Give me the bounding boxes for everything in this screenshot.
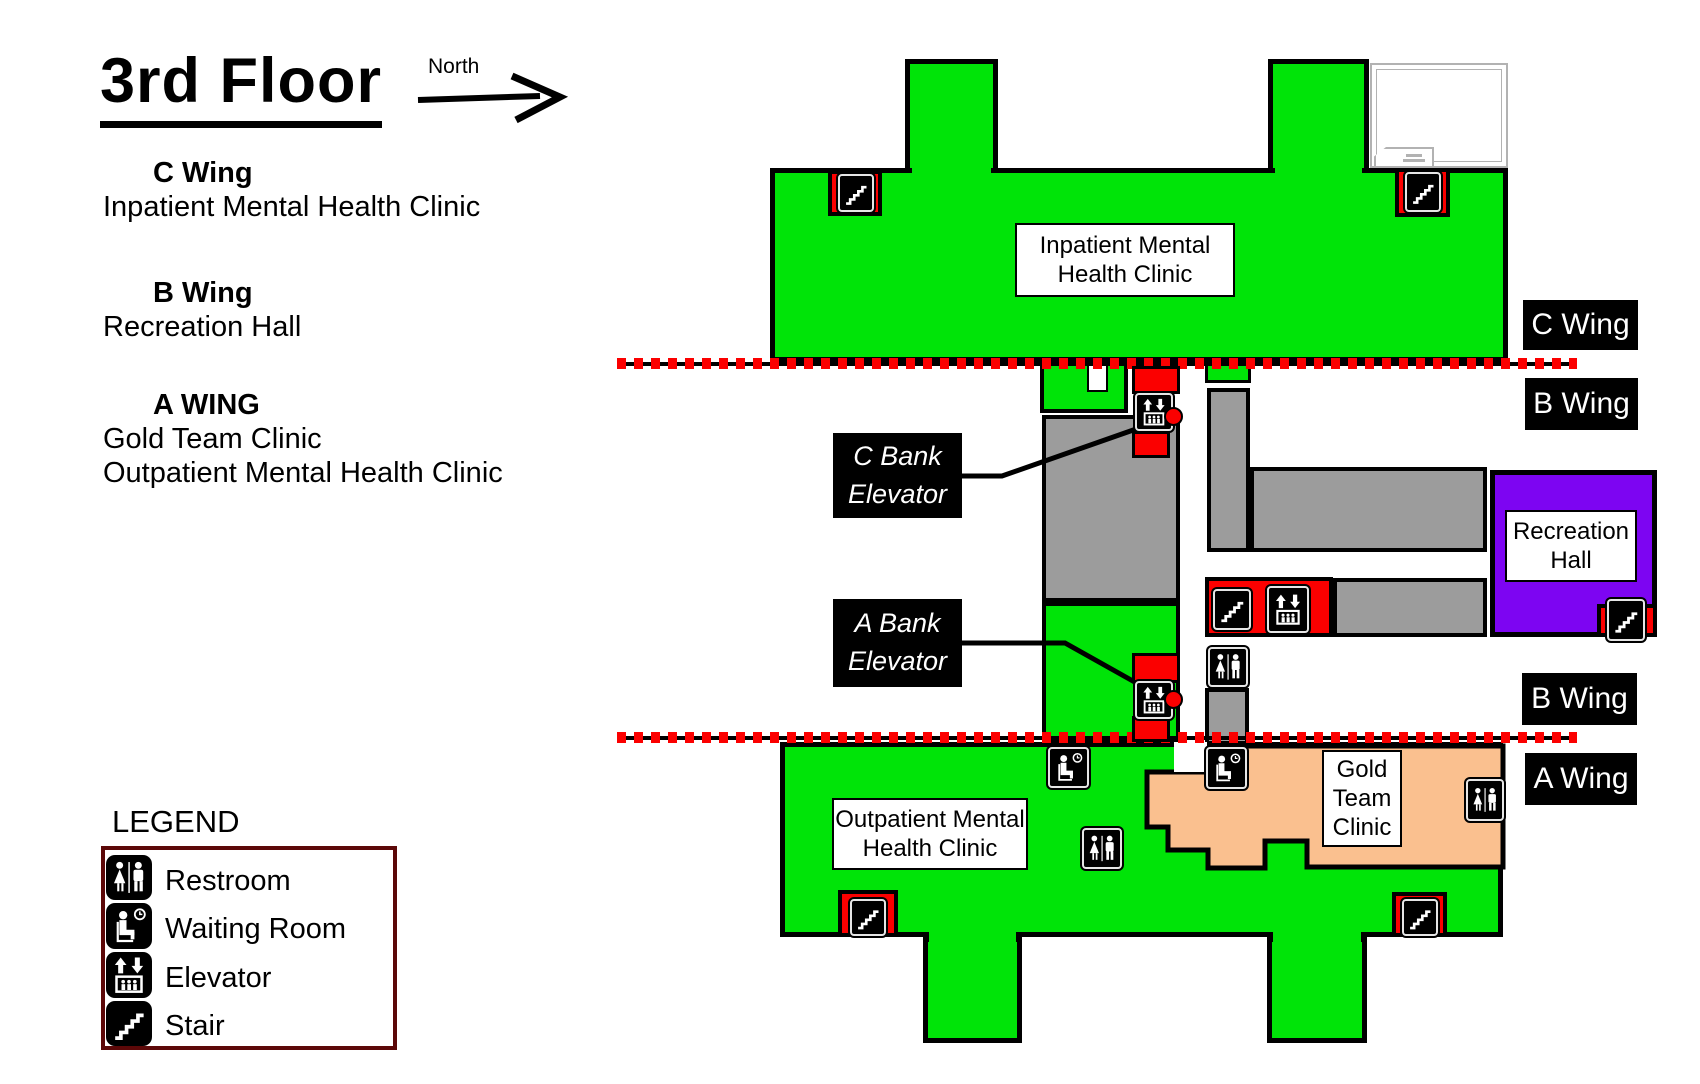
stair-icon	[850, 899, 886, 936]
a-bank-elevator-callout: A Bank Elevator	[833, 599, 962, 687]
seam	[1275, 163, 1362, 177]
stair-icon	[106, 1001, 152, 1046]
page-title: 3rd Floor	[100, 45, 383, 128]
wing-description-c: C Wing Inpatient Mental Health Clinic	[103, 156, 480, 224]
seam	[1273, 930, 1361, 944]
b-wing-gray-bar-upper	[1250, 467, 1487, 552]
legend-item-elevator: Elevator	[165, 962, 272, 994]
stair-icon	[1607, 599, 1645, 641]
elevator-icon	[106, 952, 152, 998]
c-bank-elevator-callout: C Bank Elevator	[833, 433, 962, 518]
a-bank-core-upper	[1132, 653, 1180, 683]
restroom-icon	[1466, 779, 1504, 821]
wing-a-name: A WING	[153, 389, 260, 421]
a-bank-leader-line	[962, 640, 1142, 688]
legend-item-restroom: Restroom	[165, 865, 291, 897]
wing-divider-north	[617, 358, 1577, 369]
waiting-room-icon	[1048, 747, 1089, 788]
elevator-marker-dot	[1164, 407, 1183, 426]
wing-tag-a: A Wing	[1525, 753, 1637, 805]
stair-icon	[838, 174, 874, 212]
wing-tag-b-north: B Wing	[1525, 378, 1638, 430]
north-label: North	[428, 55, 480, 78]
roof-room-mark	[1403, 159, 1425, 162]
seam	[929, 930, 1016, 944]
wing-c-name: C Wing	[153, 157, 253, 189]
roof-access-room	[1374, 147, 1434, 168]
stair-icon	[1405, 172, 1441, 212]
wing-a-line2: Outpatient Mental Health Clinic	[103, 457, 503, 489]
corridor-gap	[1174, 742, 1207, 772]
page-title-wrap: 3rd Floor	[100, 45, 383, 128]
waiting-room-icon	[1206, 747, 1247, 789]
seam	[912, 163, 991, 177]
recreation-hall-label: Recreation Hall	[1505, 510, 1637, 582]
b-wing-gray-bar-lower	[1333, 578, 1487, 637]
stair-icon	[1213, 589, 1251, 630]
waiting-room-icon	[106, 903, 152, 949]
legend-box: Restroom Waiting Room Elevator Stair	[101, 846, 397, 1050]
legend-item-waiting-room: Waiting Room	[165, 913, 347, 945]
legend-item-stair: Stair	[165, 1010, 225, 1042]
restroom-icon	[1082, 828, 1122, 869]
a-bank-elevator-icon	[1135, 681, 1173, 719]
elevator-marker-dot	[1164, 690, 1183, 709]
north-arrow-icon	[417, 72, 569, 124]
wing-description-b: B Wing Recreation Hall	[103, 276, 301, 344]
c-bank-core-upper	[1132, 366, 1180, 394]
b-wing-gray-strip	[1207, 388, 1250, 552]
wing-b-line: Recreation Hall	[103, 311, 302, 343]
stair-icon	[1402, 899, 1438, 936]
roof-outline-inner	[1376, 69, 1502, 162]
wing-c-line: Inpatient Mental Health Clinic	[103, 191, 481, 223]
c-bank-leader-line	[962, 425, 1140, 479]
legend-title: LEGEND	[112, 804, 240, 839]
restroom-icon	[106, 855, 152, 900]
restroom-icon	[1208, 647, 1248, 687]
roof-outline	[1370, 63, 1508, 168]
c-bank-core-lower	[1132, 431, 1170, 458]
a-bank-core-lower	[1132, 716, 1170, 742]
b-wing-elevator-icon	[1267, 586, 1309, 633]
wing-tag-b-south: B Wing	[1522, 673, 1637, 725]
a-wing-south-tower-2	[1267, 937, 1367, 1043]
wing-divider-south	[617, 732, 1577, 743]
wing-a-line1: Gold Team Clinic	[103, 423, 322, 455]
wing-description-a: A WING Gold Team Clinic Outpatient Menta…	[103, 388, 503, 490]
roof-room-mark	[1406, 154, 1422, 157]
inpatient-clinic-label: Inpatient Mental Health Clinic	[1015, 223, 1235, 297]
wing-tag-c: C Wing	[1523, 300, 1638, 350]
wing-b-name: B Wing	[153, 277, 253, 309]
gold-team-clinic-label: Gold Team Clinic	[1322, 750, 1402, 847]
outpatient-clinic-label: Outpatient Mental Health Clinic	[832, 798, 1028, 870]
